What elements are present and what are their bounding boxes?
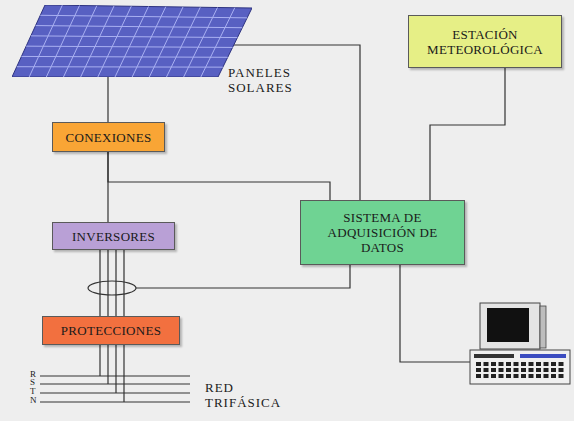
key-mark [514, 374, 519, 378]
sensor-wire [136, 265, 350, 288]
key-mark [551, 374, 556, 378]
key-mark [521, 362, 526, 366]
key-mark [491, 362, 496, 366]
solar-panel-shape [12, 5, 252, 77]
computer-icon [470, 303, 570, 384]
key-mark [544, 374, 549, 378]
box-label: INVERSORES [72, 229, 155, 244]
key-mark [544, 368, 549, 372]
key-mark [476, 362, 481, 366]
key-mark [476, 374, 481, 378]
phase-name: N [30, 395, 37, 406]
key-mark [499, 374, 504, 378]
key-mark [521, 368, 526, 372]
grid-label: RED TRIFÁSICA [205, 380, 305, 410]
key-mark [559, 368, 564, 372]
key-mark [536, 374, 541, 378]
key-mark [491, 368, 496, 372]
panel-label: PANELES SOLARES [228, 65, 310, 95]
key-mark [514, 368, 519, 372]
box-label: PROTECCIONES [61, 323, 161, 338]
grid-wires [40, 345, 190, 402]
key-mark [506, 374, 511, 378]
key-mark [529, 368, 534, 372]
key-mark [536, 368, 541, 372]
current-sensor [88, 281, 136, 295]
solar-panel: PANELES SOLARES [12, 5, 252, 77]
key-mark [551, 368, 556, 372]
box-label: ESTACIÓN METEOROLÓGICA [415, 27, 555, 57]
computer-wire [400, 265, 470, 362]
key-mark [484, 368, 489, 372]
connector [107, 77, 108, 122]
connector [108, 152, 330, 200]
key-mark [529, 374, 534, 378]
process-box: PROTECCIONES [42, 316, 180, 345]
process-box: CONEXIONES [52, 122, 165, 152]
key-mark [484, 362, 489, 366]
connector [430, 68, 505, 200]
process-box: INVERSORES [52, 222, 175, 250]
box-label: CONEXIONES [65, 130, 151, 145]
key-mark [506, 368, 511, 372]
box-label: SISTEMA DE ADQUISICIÓN DE DATOS [310, 210, 455, 255]
key-mark [499, 368, 504, 372]
process-box: ESTACIÓN METEOROLÓGICA [408, 15, 562, 68]
key-mark [551, 362, 556, 366]
key-mark [476, 368, 481, 372]
key-mark [491, 374, 496, 378]
key-mark [506, 362, 511, 366]
process-box: SISTEMA DE ADQUISICIÓN DE DATOS [300, 200, 465, 265]
key-mark [521, 374, 526, 378]
key-mark [484, 374, 489, 378]
key-mark [499, 362, 504, 366]
key-mark [559, 374, 564, 378]
key-mark [544, 362, 549, 366]
connector [100, 250, 124, 316]
key-mark [529, 362, 534, 366]
key-mark [536, 362, 541, 366]
key-mark [514, 362, 519, 366]
key-mark [559, 362, 564, 366]
